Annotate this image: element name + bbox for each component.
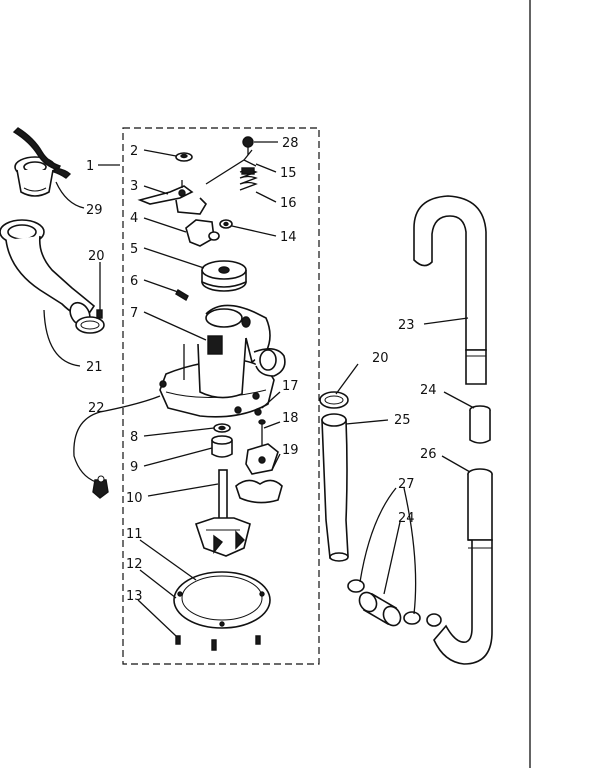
label-27: 27 [398, 477, 415, 492]
label-22: 22 [88, 401, 105, 416]
label-7: 7 [130, 306, 138, 321]
label-19: 19 [282, 443, 299, 458]
label-3: 3 [130, 179, 138, 194]
bracket-4 [185, 219, 220, 247]
label-15: 15 [280, 166, 297, 181]
elbow-hose-21 [0, 219, 96, 327]
label-2: 2 [130, 144, 138, 159]
label-1: 1 [86, 159, 94, 174]
pump-housing-7 [159, 304, 286, 418]
part-labels: 1 2 3 4 5 6 7 8 9 10 11 12 13 14 15 16 1… [86, 136, 437, 604]
clamp-20-right [319, 391, 349, 409]
clamp-20-left [75, 309, 105, 334]
screw-28 [242, 136, 254, 155]
clamps-27 [347, 579, 442, 627]
label-9: 9 [130, 460, 138, 475]
label-16: 16 [280, 196, 297, 211]
outlet-fitting-29 [12, 127, 71, 197]
nut-14 [219, 219, 233, 229]
label-14: 14 [280, 230, 297, 245]
screw-22 [92, 475, 109, 499]
lever-3 [137, 180, 208, 215]
label-4: 4 [130, 211, 138, 226]
label-6: 6 [130, 274, 138, 289]
shaft-18 [258, 419, 266, 446]
coupling-24-upper [469, 405, 491, 444]
bushing-9 [211, 435, 233, 458]
shaft-impeller-10 [194, 469, 251, 557]
washer-2 [175, 152, 193, 162]
label-20-left: 20 [88, 249, 105, 264]
label-17: 17 [282, 379, 299, 394]
label-28: 28 [282, 136, 299, 151]
label-20-right: 20 [372, 351, 389, 366]
label-29: 29 [86, 203, 103, 218]
washer-8 [213, 423, 231, 433]
coupling-19 [235, 443, 283, 504]
j-hose-23 [413, 195, 487, 385]
label-10: 10 [126, 491, 143, 506]
label-21: 21 [86, 360, 103, 375]
label-8: 8 [130, 430, 138, 445]
spring-wire-15 [205, 149, 257, 185]
label-5: 5 [130, 242, 138, 257]
label-25: 25 [394, 413, 411, 428]
label-18: 18 [282, 411, 299, 426]
label-11: 11 [126, 527, 143, 542]
spring-16 [239, 167, 258, 191]
hose-25 [321, 413, 349, 562]
assembly-frame [122, 127, 320, 665]
label-13: 13 [126, 589, 143, 604]
pulley-5 [201, 260, 247, 292]
label-12: 12 [126, 557, 143, 572]
gasket-ring-11 [173, 571, 271, 629]
pin-6 [175, 289, 189, 301]
label-24-lower: 24 [398, 511, 415, 526]
coupling-24-lower [358, 591, 402, 627]
screws-12-13 [175, 635, 261, 651]
leader-lines [43, 141, 475, 637]
screw-17 [254, 408, 262, 416]
label-23: 23 [398, 318, 415, 333]
label-24-upper: 24 [420, 383, 437, 398]
label-26: 26 [420, 447, 437, 462]
pipe-26 [433, 468, 493, 665]
